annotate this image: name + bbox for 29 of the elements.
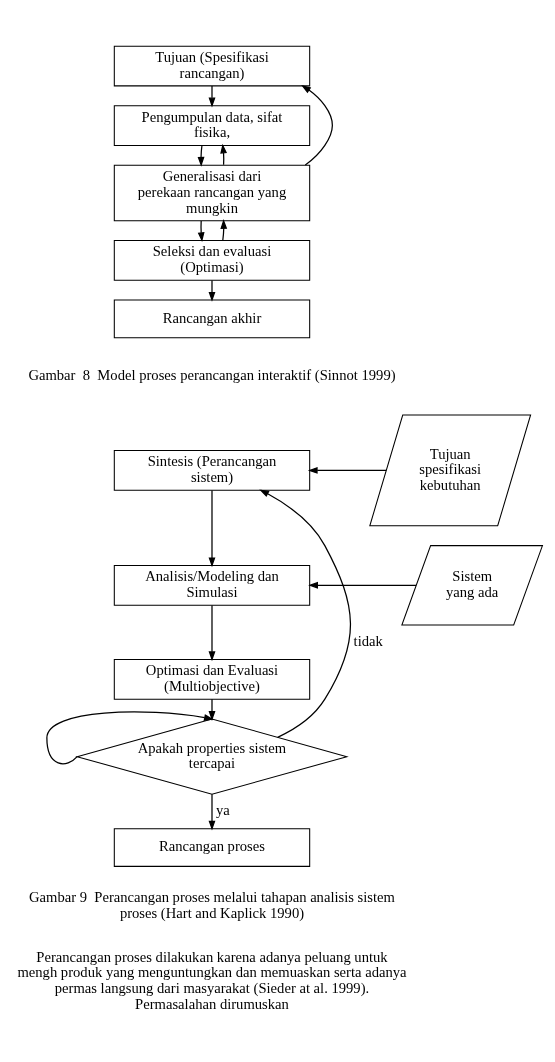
node-box: Optimasi dan Evaluasi (Multiobjective)	[113, 658, 311, 700]
arrow	[208, 489, 216, 567]
label: Gambar 8 Model proses perancangan interaktif (Sinnot 1999)	[28, 366, 396, 383]
arrow	[208, 279, 216, 302]
node-box: Rancangan proses	[113, 827, 311, 867]
node-box: Seleksi dan evaluasi (Optimasi)	[113, 239, 311, 281]
node-box: Analisis/Modeling dan Simulasi	[113, 564, 311, 606]
arrow	[208, 604, 216, 661]
arrow	[307, 466, 387, 474]
node-box: Pengumpulan data, sifat fisika,	[113, 104, 311, 146]
arrow	[220, 218, 228, 241]
arrow	[208, 84, 216, 107]
node-box: Rancangan akhir	[113, 299, 311, 338]
arrow	[301, 84, 333, 166]
node-box: Generalisasi dari perekaan rancangan yang mungkin	[113, 164, 311, 221]
arrow	[208, 793, 216, 831]
node-diamond: Apakah properties sistem tercapai	[75, 718, 349, 795]
arrow	[46, 710, 214, 764]
edge-label: ya	[216, 801, 230, 818]
arrow	[197, 144, 205, 167]
node-box: Tujuan (Spesifikasi rancangan)	[113, 45, 311, 86]
arrow	[208, 698, 216, 721]
arrow	[308, 581, 417, 589]
edge-label: tidak	[353, 632, 383, 649]
arrow	[259, 488, 352, 738]
node-box: Sintesis (Perancangan sistem)	[113, 449, 311, 491]
label: Gambar 9 Perancangan proses melalui tahapan analisis sistem proses (Hart and Kaplick 1990)	[29, 888, 395, 921]
label: Perancangan proses dilakukan karena adanya peluang untuk mengh produk yang menguntungkan dan memuaskan serta adanya permas langsung dari masyarakat (Sieder at al. 1999). Permasalahan dirumuskan	[17, 948, 407, 1012]
arrow	[197, 219, 205, 242]
